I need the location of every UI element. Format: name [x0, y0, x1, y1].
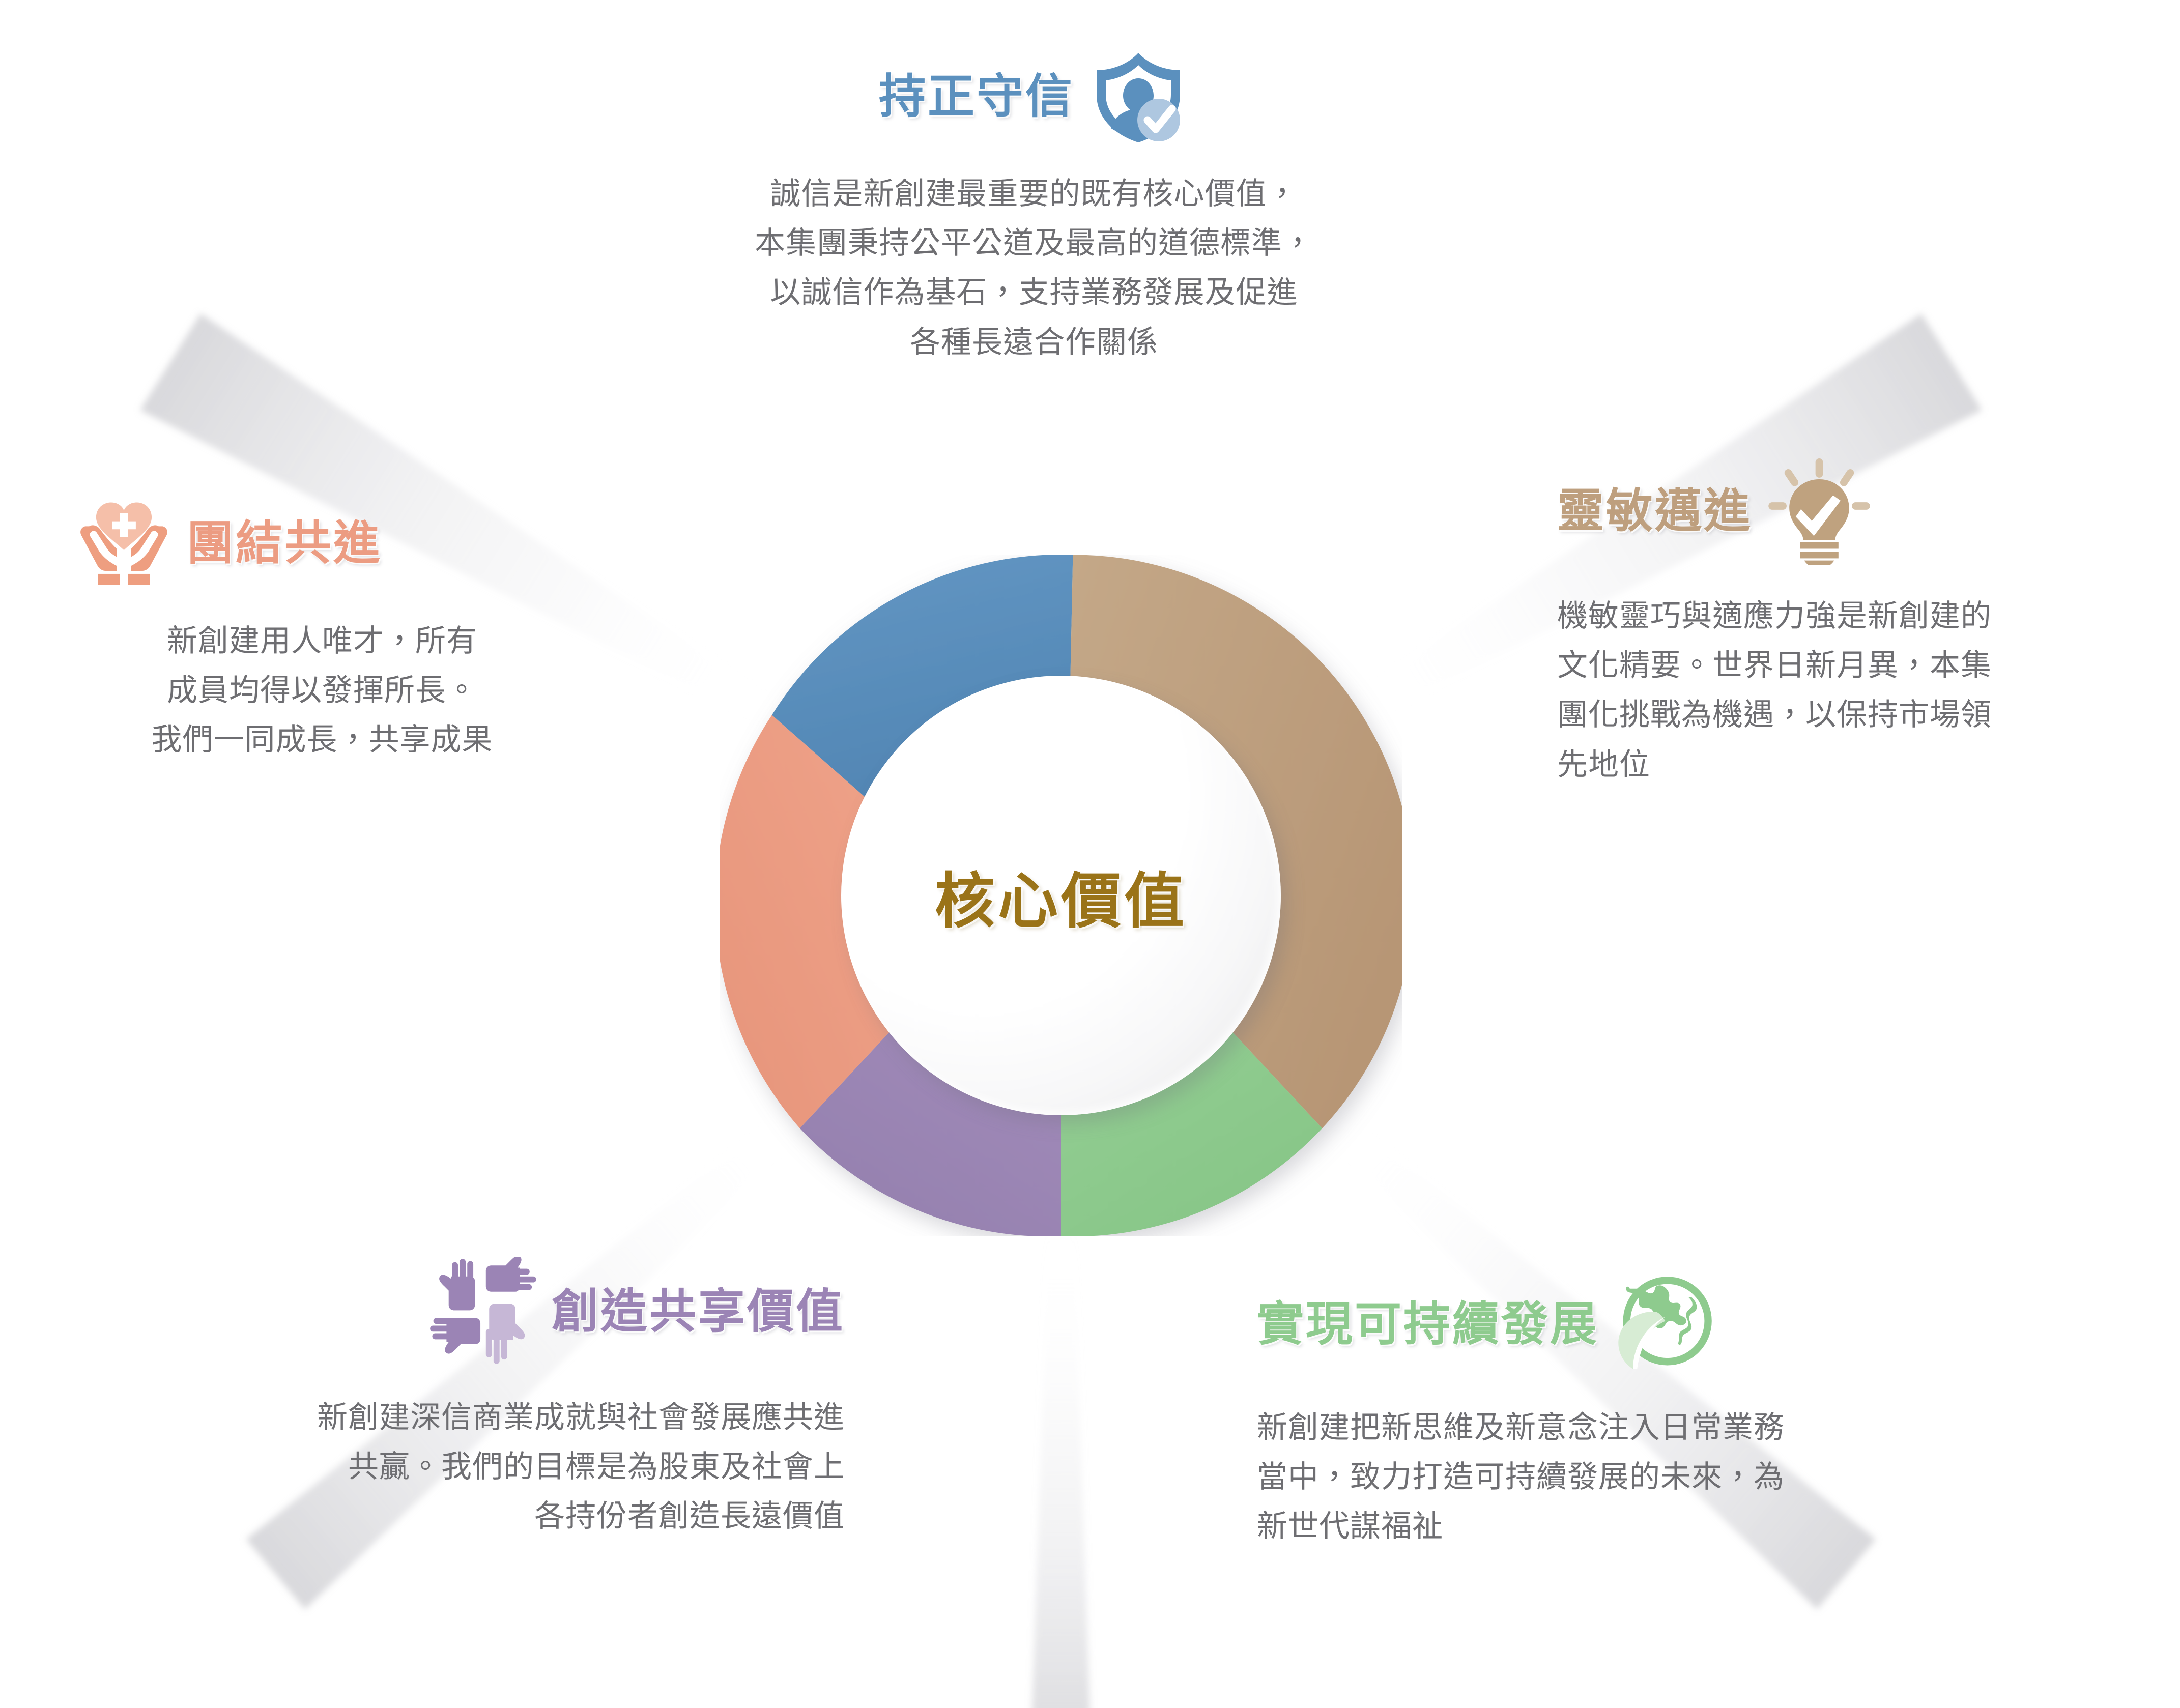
value-block-shared-value: 創造共享價值 新創建深信商業成就與社會發展應共進 共贏。我們的目標是為股東及社會… — [234, 1257, 845, 1541]
value-header-shared-value: 創造共享價值 — [234, 1257, 845, 1366]
value-header-agile: 靈敏邁進 — [1557, 458, 2127, 565]
hands-holding-heart-icon — [80, 502, 167, 585]
value-title-unity: 團結共進 — [187, 517, 383, 569]
four-hands-icon — [430, 1257, 536, 1364]
value-block-sustainability: 實現可持續發展 新創建把新思維及新意念注入日常業務 當中，致力打造可持續發展的未… — [1257, 1272, 1918, 1551]
value-title-sustainability: 實現可持續發展 — [1257, 1298, 1599, 1350]
value-body-unity: 新創建用人唯才，所有 成員均得以發揮所長。 我們一同成長，共享成果 — [151, 624, 493, 757]
value-block-integrity: 持正守信 誠信是新創建最重要的既有核心價值， 本集團秉持公平公道及最高的道德標準… — [637, 46, 1431, 367]
donut-center-hub: 核心價值 — [841, 676, 1281, 1115]
value-body-agile: 機敏靈巧與適應力強是新創建的 文化精要。世界日新月異，本集 團化挑戰為機遇，以保… — [1557, 599, 1992, 781]
segment-shared-value — [799, 967, 1061, 1236]
value-body-sustainability: 新創建把新思維及新意念注入日常業務 當中，致力打造可持續發展的未來，為 新世代謀… — [1257, 1410, 1785, 1544]
value-body-integrity: 誠信是新創建最重要的既有核心價值， 本集團秉持公平公道及最高的道德標準， 以誠信… — [755, 177, 1313, 359]
value-header-unity: 團結共進 — [65, 494, 579, 593]
center-label: 核心價值 — [934, 867, 1187, 935]
value-header-integrity: 持正守信 — [637, 46, 1431, 148]
shield-person-check-icon — [1097, 53, 1180, 142]
lightbulb-check-icon — [1768, 458, 1870, 565]
value-title-agile: 靈敏邁進 — [1557, 485, 1753, 537]
value-header-sustainability: 實現可持續發展 — [1257, 1272, 1918, 1376]
value-block-unity: 團結共進 新創建用人唯才，所有 成員均得以發揮所長。 我們一同成長，共享成果 — [65, 494, 579, 765]
segment-sustainability — [1061, 967, 1323, 1236]
value-body-shared-value: 新創建深信商業成就與社會發展應共進 共贏。我們的目標是為股東及社會上 各持份者創… — [317, 1400, 845, 1533]
value-title-integrity: 持正守信 — [878, 71, 1074, 123]
value-title-shared-value: 創造共享價值 — [551, 1285, 845, 1338]
value-block-agile: 靈敏邁進 機敏靈巧與適應力強是新創建的 文化精要。世界日新月異，本集 團化挑戰為 — [1557, 458, 2127, 789]
core-values-donut-chart: 核心價值 — [720, 555, 1402, 1236]
globe-leaf-icon — [1618, 1277, 1712, 1369]
